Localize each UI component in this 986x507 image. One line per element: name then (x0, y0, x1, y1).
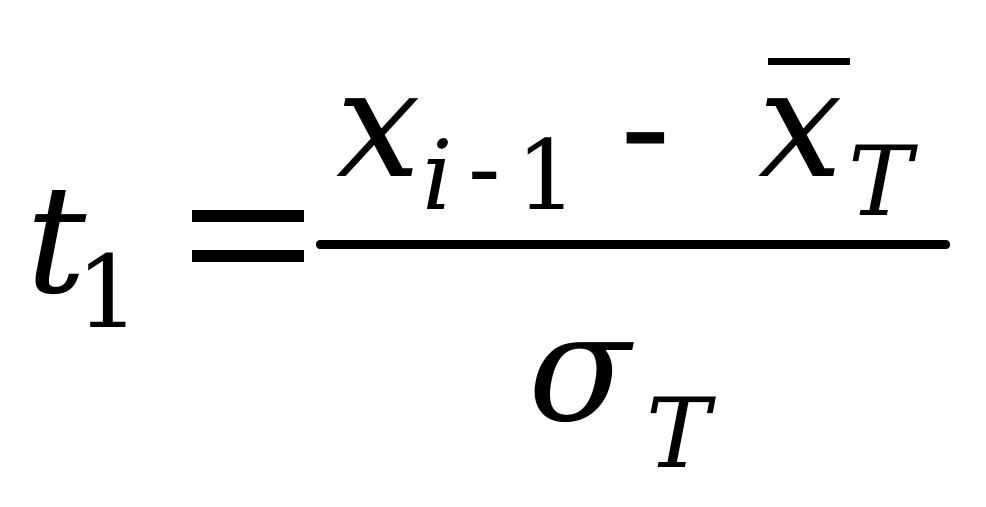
denominator-variable-sigma: σ (528, 282, 631, 456)
denominator-subscript-T: T (646, 378, 711, 490)
numerator-subscript-index-i: i (422, 120, 453, 232)
fraction-bar (316, 240, 950, 249)
numerator-subscript-offset-1: 1 (516, 120, 578, 232)
lhs-subscript-1: 1 (76, 234, 140, 351)
xbar-overline (768, 58, 850, 65)
numerator-variable-xbar: x (758, 38, 843, 212)
numerator-minus-sign: - (620, 40, 671, 214)
lhs-variable-t: t (26, 154, 87, 328)
equals-sign (192, 198, 304, 270)
equals-bar-bottom (192, 250, 304, 262)
equals-bar-top (192, 210, 304, 222)
numerator-subscript-T: T (848, 126, 913, 238)
numerator-variable-x: x (336, 38, 421, 212)
numerator-subscript-minus: - (468, 112, 501, 224)
